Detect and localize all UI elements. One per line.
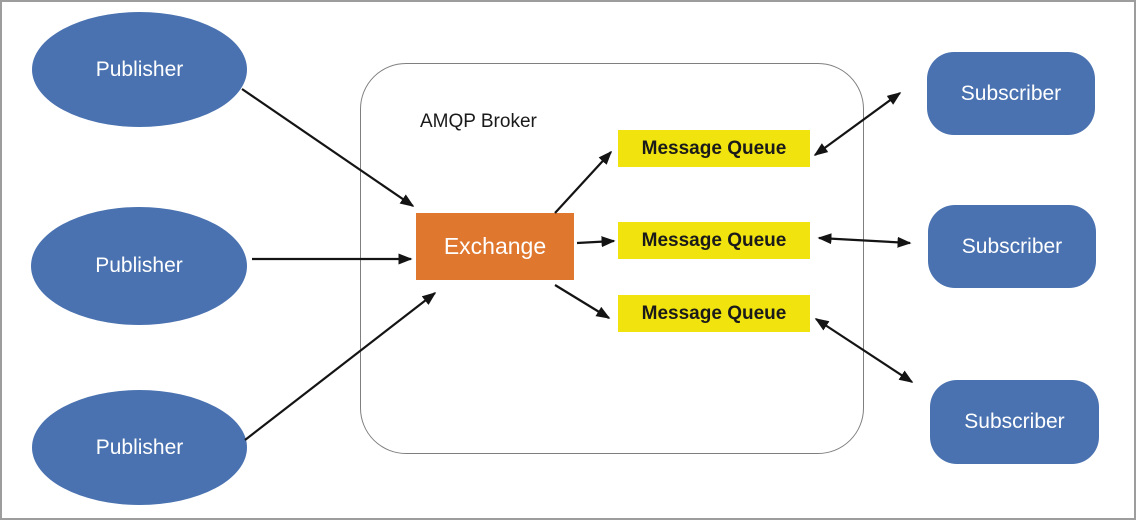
publisher-node-3: Publisher (32, 390, 247, 505)
message-queue-node-2: Message Queue (618, 222, 810, 259)
publisher-node-2: Publisher (31, 207, 247, 325)
subscriber-node-3: Subscriber (930, 380, 1099, 464)
subscriber-label-3: Subscriber (964, 410, 1065, 433)
message-queue-label-1: Message Queue (641, 137, 787, 159)
message-queue-label-3: Message Queue (641, 302, 787, 324)
publisher-label-3: Publisher (95, 435, 184, 459)
message-queue-label-2: Message Queue (641, 229, 787, 251)
amqp-broker-label: AMQP Broker (420, 111, 537, 132)
publisher-label-2: Publisher (95, 254, 183, 277)
publisher-label-1: Publisher (95, 57, 184, 81)
subscriber-label-2: Subscriber (961, 234, 1063, 258)
publisher-node-1: Publisher (32, 12, 247, 127)
subscriber-node-2: Subscriber (928, 205, 1096, 288)
subscriber-node-1: Subscriber (927, 52, 1095, 135)
subscriber-label-1: Subscriber (960, 81, 1062, 105)
exchange-label: Exchange (443, 233, 547, 259)
exchange-node: Exchange (416, 213, 574, 280)
message-queue-node-1: Message Queue (618, 130, 810, 167)
message-queue-node-3: Message Queue (618, 295, 810, 332)
